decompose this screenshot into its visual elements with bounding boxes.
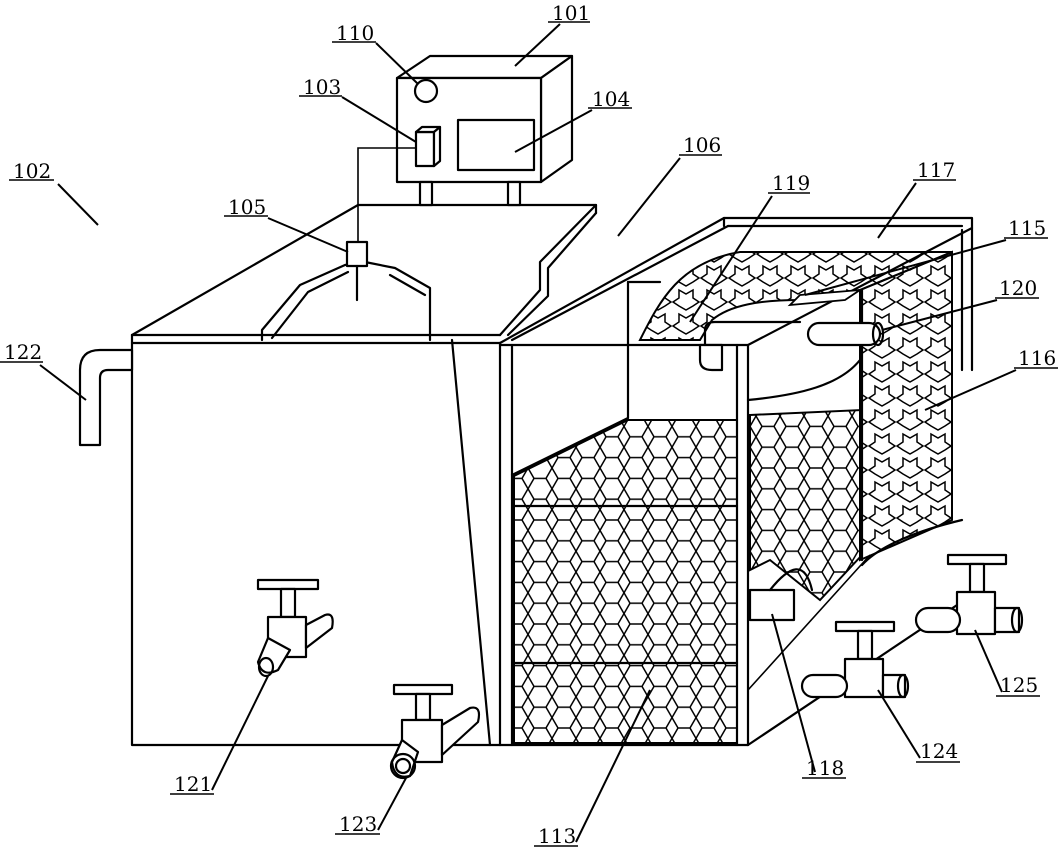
switch-103 bbox=[414, 130, 436, 168]
indicator-110 bbox=[413, 78, 439, 104]
pipe-120 bbox=[806, 321, 885, 347]
label-115: 115 bbox=[1008, 216, 1046, 240]
left-tank bbox=[130, 203, 598, 747]
label-102: 102 bbox=[13, 159, 51, 183]
label-123: 123 bbox=[339, 812, 377, 836]
label-105: 105 bbox=[228, 195, 266, 219]
control-box bbox=[345, 54, 574, 302]
label-119: 119 bbox=[772, 171, 810, 195]
label-124: 124 bbox=[920, 739, 958, 763]
label-103: 103 bbox=[303, 75, 341, 99]
label-121: 121 bbox=[174, 772, 212, 796]
label-116: 116 bbox=[1018, 346, 1056, 370]
valve-121 bbox=[256, 578, 334, 678]
label-106: 106 bbox=[683, 133, 721, 157]
display-104 bbox=[456, 118, 536, 172]
star-medium-116 bbox=[859, 250, 964, 567]
label-104: 104 bbox=[592, 87, 630, 111]
valve-125 bbox=[914, 553, 1024, 636]
label-122: 122 bbox=[4, 340, 42, 364]
label-110: 110 bbox=[336, 21, 374, 45]
label-117: 117 bbox=[917, 158, 955, 182]
sensor-105 bbox=[345, 240, 369, 268]
label-120: 120 bbox=[999, 276, 1037, 300]
label-113: 113 bbox=[538, 824, 576, 848]
star-medium-upper bbox=[638, 251, 953, 341]
filter-medium-113 bbox=[512, 419, 739, 744]
inner-medium bbox=[749, 408, 863, 602]
outlet-pipe-122 bbox=[78, 348, 134, 447]
label-125: 125 bbox=[1000, 673, 1038, 697]
valve-124 bbox=[800, 620, 910, 699]
label-101: 101 bbox=[552, 1, 590, 25]
valve-123 bbox=[389, 683, 481, 780]
inlet-elbow bbox=[698, 320, 802, 372]
